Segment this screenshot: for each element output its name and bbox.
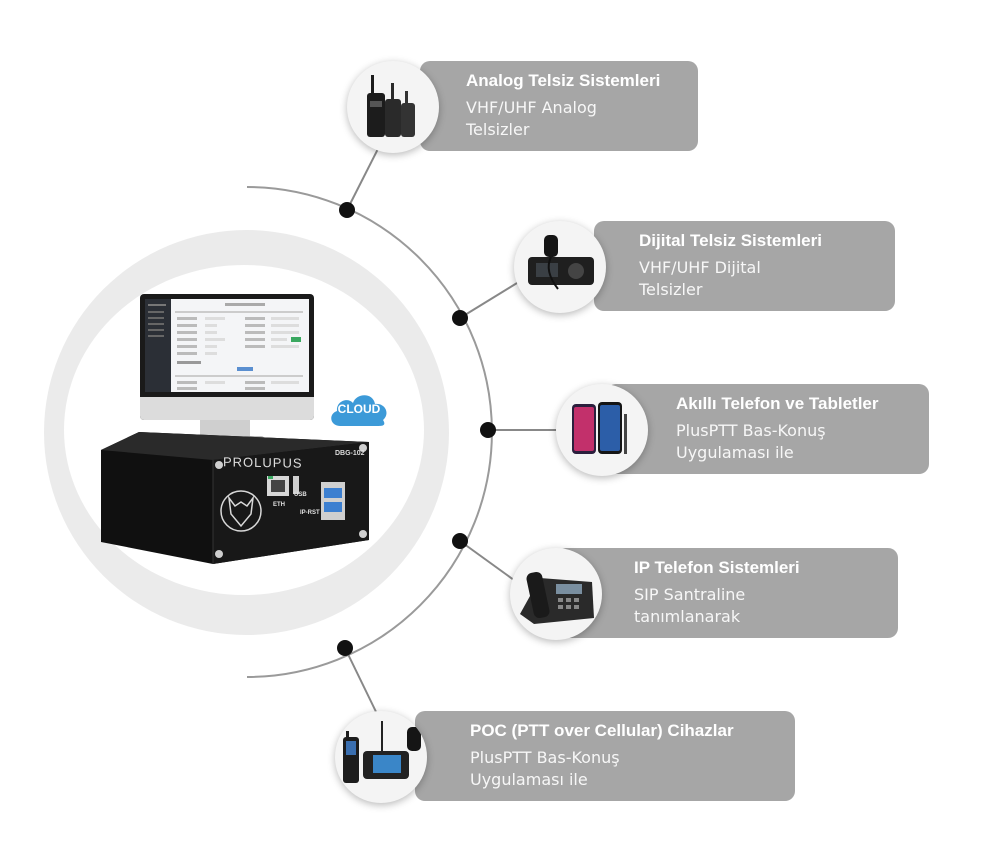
walkie-talkies-icon — [347, 61, 439, 153]
item-title: IP Telefon Sistemleri — [634, 558, 800, 577]
node-3 — [480, 422, 496, 438]
usb-port-label: USB — [294, 492, 307, 498]
node-4 — [452, 533, 468, 549]
item-subtitle: PlusPTT Bas-Konuş Uygulaması ile — [676, 421, 826, 462]
connector-5 — [344, 647, 381, 721]
item-title: Akıllı Telefon ve Tabletler — [676, 394, 879, 413]
monitor — [140, 294, 314, 420]
item-title: Dijital Telsiz Sistemleri — [639, 231, 822, 250]
web-ui-screenshot — [145, 299, 303, 392]
cloud-icon — [331, 395, 387, 426]
mobile-radio-icon — [514, 221, 606, 313]
item-subtitle: VHF/UHF Dijital Telsizler — [639, 258, 761, 299]
item-ip-phone: IP Telefon Sistemleri SIP Santraline tan… — [556, 548, 898, 638]
poc-devices-icon — [335, 711, 427, 803]
smartphones-icon — [556, 384, 648, 476]
item-title: POC (PTT over Cellular) Cihazlar — [470, 721, 734, 740]
monitor-chin — [140, 397, 314, 420]
item-analog-radio: Analog Telsiz Sistemleri VHF/UHF Analog … — [420, 61, 698, 151]
cloud-label: CLOUD — [337, 402, 381, 416]
item-subtitle: VHF/UHF Analog Telsizler — [466, 98, 597, 139]
monitor-screen — [145, 299, 309, 392]
item-digital-radio: Dijital Telsiz Sistemleri VHF/UHF Dijita… — [594, 221, 895, 311]
device-brand: PROLUPUS — [223, 454, 303, 471]
device-model: DBG-102 — [335, 450, 365, 457]
node-1 — [339, 202, 355, 218]
node-2 — [452, 310, 468, 326]
item-subtitle: PlusPTT Bas-Konuş Uygulaması ile — [470, 748, 620, 789]
item-title: Analog Telsiz Sistemleri — [466, 71, 661, 90]
item-poc-devices: POC (PTT over Cellular) Cihazlar PlusPTT… — [415, 711, 795, 801]
item-subtitle: SIP Santraline tanımlanarak — [634, 585, 746, 626]
node-5 — [337, 640, 353, 656]
eth-port-label: ETH — [273, 502, 285, 508]
item-smartphones: Akıllı Telefon ve Tabletler PlusPTT Bas-… — [606, 384, 929, 474]
monitor-stand — [200, 420, 250, 438]
ip-phone-icon — [510, 548, 602, 640]
gateway-device — [101, 432, 369, 564]
reset-port-label: IP-RST — [300, 510, 320, 516]
